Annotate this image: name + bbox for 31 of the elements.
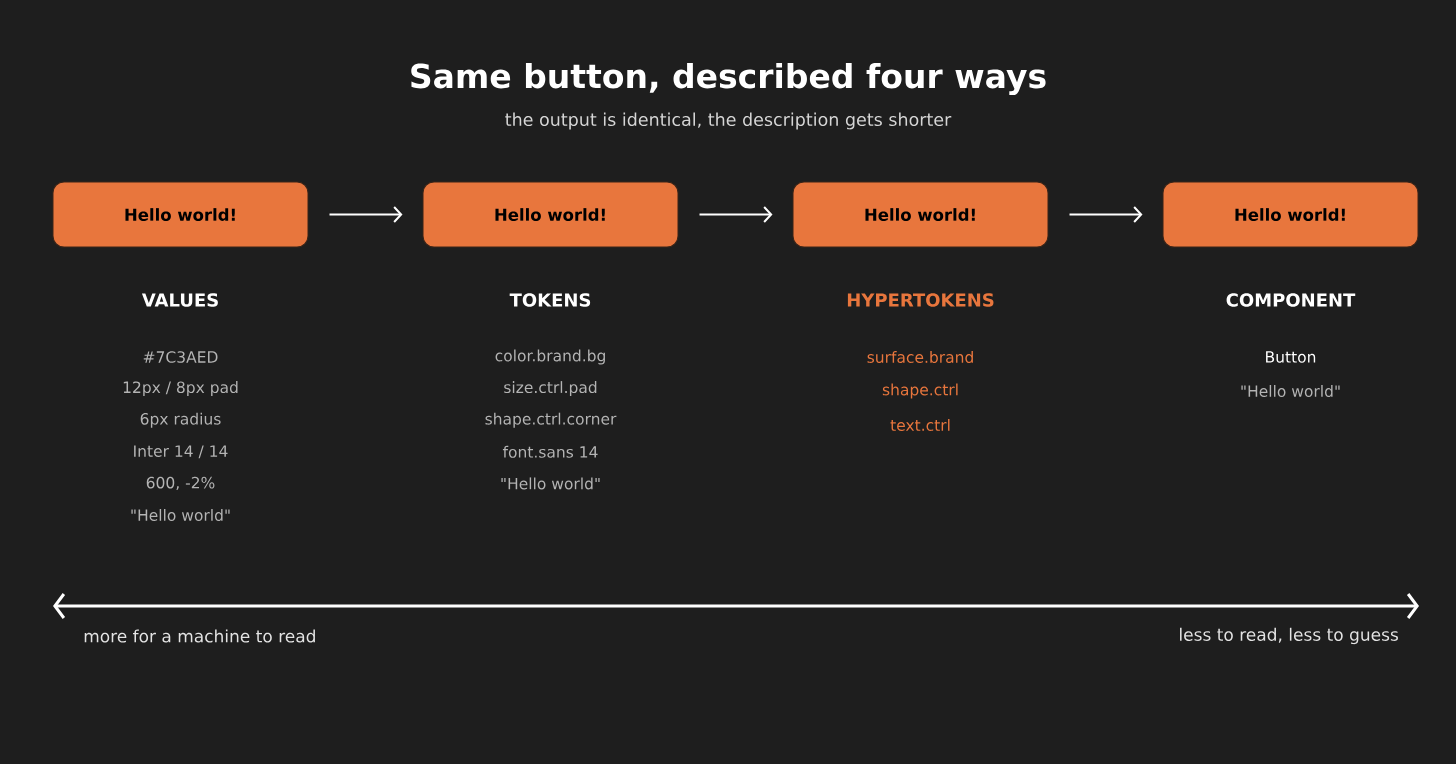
column-heading: TOKENS — [509, 293, 591, 307]
spec-text: Inter 14 / 14 — [134, 445, 228, 459]
button: Hello world! — [1162, 181, 1419, 248]
scale-label: more for a machine to read — [84, 629, 315, 643]
arrow — [698, 206, 773, 223]
spec-text: #7C3AED — [143, 351, 218, 363]
spec-text: "Hello world" — [131, 509, 230, 521]
button: Hello world! — [422, 181, 679, 248]
spec-text: size.ctrl.pad — [504, 381, 597, 397]
spec-text: Button — [1266, 351, 1316, 363]
spec-text: 12px / 8px pad — [123, 381, 238, 397]
spec-text: shape.ctrl — [882, 383, 958, 399]
button: Hello world! — [792, 181, 1049, 248]
column-heading: VALUES — [141, 293, 218, 307]
spec-text: 600, -2% — [146, 476, 215, 491]
arrow — [328, 206, 403, 223]
spec-text: surface.brand — [867, 351, 973, 363]
subtitle: the output is identical, the description gets shorter — [505, 112, 952, 130]
title: Same button, described four ways — [411, 62, 1046, 96]
scale-label: less to read, less to guess — [1180, 627, 1398, 645]
column-heading: HYPERTOKENS — [847, 293, 994, 307]
spec-text: text.ctrl — [890, 419, 950, 431]
button: Hello world! — [52, 181, 309, 248]
spec-text: font.sans 14 — [502, 445, 598, 458]
spec-text: "Hello world" — [501, 477, 600, 490]
spec-text: 6px radius — [140, 412, 221, 428]
spec-text: "Hello world" — [1241, 385, 1340, 397]
spec-text: shape.ctrl.corner — [485, 412, 617, 428]
column-heading: COMPONENT — [1226, 293, 1356, 307]
spec-text: color.brand.bg — [495, 349, 605, 365]
arrow — [1068, 206, 1143, 223]
